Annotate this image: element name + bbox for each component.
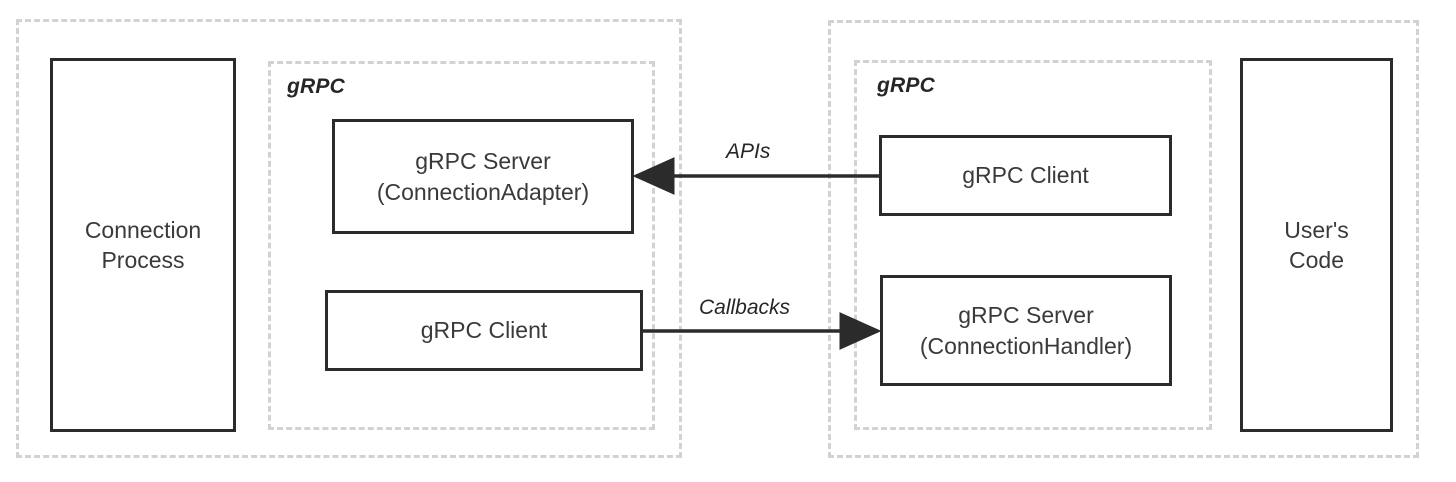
node-connection-process[interactable]: Connection Process [50,58,236,432]
group-grpc-right-boundary [854,60,1212,430]
grpc-left-group-label: gRPC [287,75,345,98]
callbacks-edge-label: Callbacks [699,296,791,319]
grpc-right-group-label: gRPC [877,74,935,97]
apis-edge-label: APIs [726,140,771,163]
node-grpc-client-left[interactable]: gRPC Client [325,290,643,371]
node-users-code[interactable]: User's Code [1240,58,1393,432]
group-connection-process-boundary [16,19,682,458]
node-grpc-client-right[interactable]: gRPC Client [879,135,1172,216]
node-grpc-server-connection-handler[interactable]: gRPC Server (ConnectionHandler) [880,275,1172,386]
node-grpc-server-connection-adapter[interactable]: gRPC Server (ConnectionAdapter) [332,119,634,234]
group-grpc-left-boundary [268,61,655,430]
group-users-code-boundary [828,20,1419,458]
